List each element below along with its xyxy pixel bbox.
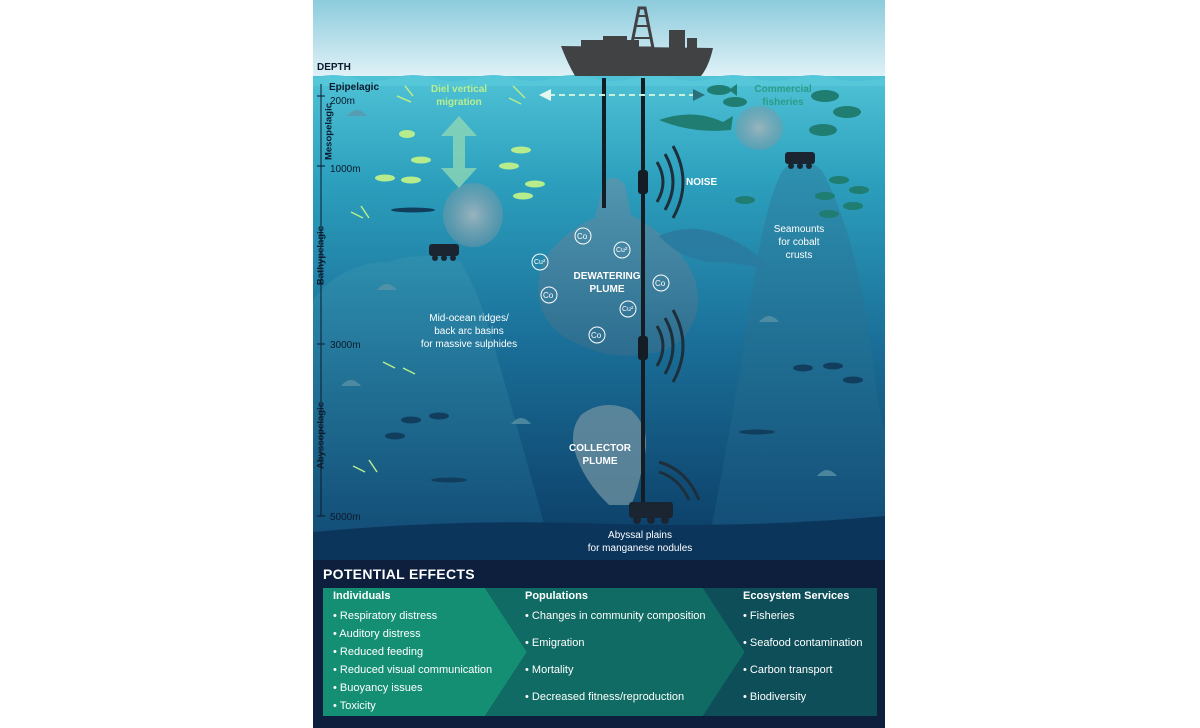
- plankton-icons: [350, 85, 526, 473]
- diel-migration-arrow-icon: [441, 116, 477, 188]
- dewatering-plume-shape: [538, 177, 698, 356]
- seamounts-label: Seamounts for cobalt crusts: [759, 223, 839, 262]
- depth-marker-200m: 200m: [330, 96, 356, 107]
- populations-item-3: • Mortality: [525, 664, 574, 676]
- diel-migration-line2: migration: [436, 97, 482, 108]
- individuals-item-2: • Auditory distress: [333, 628, 421, 640]
- dewatering-line2: PLUME: [589, 284, 625, 295]
- metal-co-3: Co: [543, 291, 554, 300]
- jellyfish-icons: [341, 110, 837, 476]
- ecosystem-item-4: • Biodiversity: [743, 691, 807, 703]
- ridge-smoke: [443, 183, 503, 247]
- noise-waves-icon: [655, 145, 701, 501]
- ecosystem-services-chevron: [703, 588, 877, 716]
- potential-effects-title: POTENTIAL EFFECTS: [323, 566, 475, 582]
- abyssal-line2: for manganese nodules: [587, 543, 693, 554]
- diel-migration-label: Diel vertical migration: [423, 83, 495, 109]
- depth-marker-5000m: 5000m: [330, 512, 361, 523]
- populations-chevron: [485, 588, 745, 716]
- ridge-collector-vehicle-icon: [429, 244, 459, 261]
- individuals-item-5: • Buoyancy issues: [333, 682, 423, 694]
- effects-chevrons: [323, 588, 877, 716]
- collector-line2: PLUME: [582, 456, 618, 467]
- seamount-collector-vehicle-icon: [785, 152, 815, 169]
- collector-plume-label: COLLECTOR PLUME: [559, 442, 641, 468]
- populations-item-1: • Changes in community composition: [525, 610, 706, 622]
- seamounts-line1: Seamounts: [773, 224, 825, 235]
- ocean-scene: DEPTH 200m 1000m 3000m 5000m Epipelagic …: [313, 0, 885, 560]
- metal-particle-circles: [531, 227, 670, 344]
- ridges-line1: Mid-ocean ridges/: [429, 313, 509, 324]
- metal-cu-3: Cu²: [622, 306, 634, 313]
- collector-line1: COLLECTOR: [568, 443, 632, 454]
- individuals-chevron: [323, 588, 527, 716]
- whale-icon: [659, 228, 771, 268]
- metal-cu-2: Cu²: [534, 259, 546, 266]
- abyssal-plain: [313, 516, 885, 560]
- depth-marker-3000m: 3000m: [330, 340, 361, 351]
- mid-ocean-ridge: [313, 256, 553, 560]
- abyssal-collector-vehicle-icon: [629, 502, 673, 524]
- metal-co-1: Co: [577, 232, 588, 241]
- dewatering-line1: DEWATERING: [573, 271, 641, 282]
- metal-co-2: Co: [655, 279, 666, 288]
- pump-lower: [638, 336, 648, 360]
- mining-ship-icon: [561, 6, 713, 76]
- seamount: [705, 160, 885, 560]
- mesopelagic-fish-icons: [375, 130, 545, 200]
- depth-axis: [317, 84, 325, 517]
- abyssal-line1: Abyssal plains: [608, 530, 672, 541]
- sea-surface: [313, 75, 885, 86]
- ecosystem-item-2: • Seafood contamination: [743, 637, 863, 649]
- seamounts-line3: crusts: [785, 250, 813, 261]
- zone-mesopelagic: Mesopelagic: [323, 102, 335, 161]
- potential-effects-panel: POTENTIAL EFFECTS Individuals • Respirat…: [313, 560, 885, 728]
- metal-cu-1: Cu²: [616, 247, 628, 254]
- pump-upper: [638, 170, 648, 194]
- dewatering-plume-label: DEWATERING PLUME: [553, 270, 661, 296]
- fisheries-link-arrow-icon: [539, 89, 705, 101]
- riser-pipe-main: [641, 78, 645, 514]
- abyssal-plains-label: Abyssal plains for manganese nodules: [575, 529, 705, 555]
- ecosystem-services-title: Ecosystem Services: [743, 590, 850, 602]
- collector-plume-shape: [573, 405, 647, 505]
- populations-item-4: • Decreased fitness/reproduction: [525, 691, 685, 703]
- ecosystem-item-1: • Fisheries: [743, 610, 795, 622]
- zone-bathypelagic: Bathypelagic: [315, 225, 327, 286]
- ecosystem-item-3: • Carbon transport: [743, 664, 833, 676]
- populations-title: Populations: [525, 590, 588, 602]
- individuals-item-4: • Reduced visual communication: [333, 664, 493, 676]
- fisheries-line2: fisheries: [762, 97, 804, 108]
- individuals-item-1: • Respiratory distress: [333, 610, 438, 622]
- ridges-line3: for massive sulphides: [420, 339, 518, 350]
- deep-sea-mining-figure: DEPTH 200m 1000m 3000m 5000m Epipelagic …: [313, 0, 885, 728]
- individuals-item-3: • Reduced feeding: [333, 646, 424, 658]
- individuals-item-6: • Toxicity: [333, 700, 376, 712]
- seamount-smoke: [735, 106, 783, 150]
- ocean-illustration: [313, 0, 885, 560]
- noise-label: NOISE: [686, 177, 718, 188]
- deep-sea-fish-icons: [385, 207, 863, 483]
- fisheries-line1: Commercial: [754, 84, 812, 95]
- zone-abyssopelagic: Abyssopelagic: [315, 401, 327, 470]
- populations-item-2: • Emigration: [525, 637, 585, 649]
- riser-pipe-left: [602, 78, 606, 208]
- commercial-fisheries-label: Commercial fisheries: [743, 83, 823, 109]
- seamounts-line2: for cobalt: [778, 237, 820, 248]
- diel-migration-line1: Diel vertical: [430, 84, 488, 95]
- ridges-line2: back arc basins: [434, 326, 504, 337]
- metal-co-4: Co: [591, 331, 602, 340]
- mid-ocean-ridges-label: Mid-ocean ridges/ back arc basins for ma…: [407, 312, 531, 351]
- depth-title: DEPTH: [317, 62, 351, 73]
- individuals-title: Individuals: [333, 590, 391, 602]
- zone-epipelagic: Epipelagic: [329, 82, 380, 93]
- commercial-fish-icons: [659, 84, 869, 218]
- depth-marker-1000m: 1000m: [330, 164, 361, 175]
